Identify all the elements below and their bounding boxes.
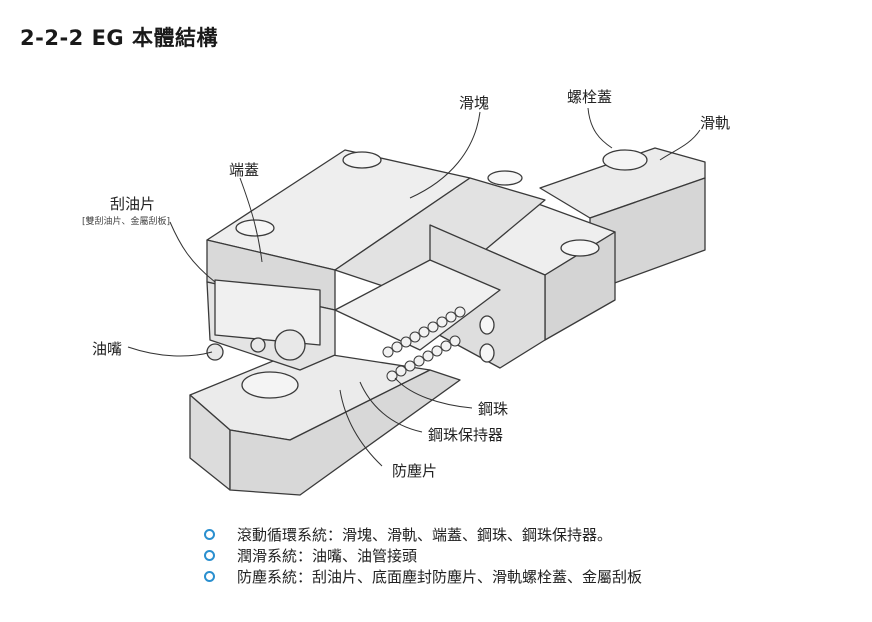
label-ball-retainer: 鋼珠保持器 <box>428 426 504 444</box>
scraper-plate <box>214 279 321 346</box>
label-scraper: 刮油片 <box>110 195 156 213</box>
list-item-text: 防塵系統：刮油片、底面塵封防塵片、滑軌螺栓蓋、金屬刮板 <box>237 568 643 586</box>
list-item: 滾動循環系統：滑塊、滑軌、端蓋、鋼珠、鋼珠保持器。 <box>204 524 642 545</box>
rail-bolt-hole-front <box>241 371 299 399</box>
grease-nipple-screw <box>206 343 224 361</box>
label-rail: 滑軌 <box>700 114 731 132</box>
block-bolt-hole-1 <box>342 151 382 169</box>
list-item-text: 潤滑系統：油嘴、油管接頭 <box>237 547 418 565</box>
block-bolt-hole-2 <box>235 219 275 237</box>
label-bolt-cap: 螺栓蓋 <box>567 88 613 106</box>
label-end-cap: 端蓋 <box>229 161 260 179</box>
label-dust-seal: 防塵片 <box>392 462 438 480</box>
grease-nipple-body <box>274 329 306 361</box>
leader-ball-retainer <box>359 381 423 433</box>
side-hole-2 <box>479 343 495 363</box>
leader-slider <box>409 111 481 199</box>
leader-rail <box>659 129 701 161</box>
leader-bolt-cap <box>587 107 613 149</box>
grease-nipple-tip <box>250 337 266 353</box>
bullet-icon <box>204 571 215 582</box>
bullet-icon <box>204 550 215 561</box>
list-item: 潤滑系統：油嘴、油管接頭 <box>204 545 642 566</box>
leader-grease-nipple <box>127 346 213 357</box>
list-item-text: 滾動循環系統：滑塊、滑軌、端蓋、鋼珠、鋼珠保持器。 <box>237 526 613 544</box>
bullet-icon <box>204 529 215 540</box>
block-bolt-hole-3 <box>560 239 600 257</box>
cutaway-floor <box>334 259 501 351</box>
rail-front-side <box>229 369 461 496</box>
block-bolt-hole-4 <box>487 170 523 186</box>
label-steel-ball: 鋼珠 <box>478 400 509 418</box>
label-scraper-note: [雙刮油片、金屬刮板] <box>82 217 171 227</box>
leader-steel-ball <box>394 377 473 409</box>
list-item: 防塵系統：刮油片、底面塵封防塵片、滑軌螺栓蓋、金屬刮板 <box>204 566 642 587</box>
feature-list: 滾動循環系統：滑塊、滑軌、端蓋、鋼珠、鋼珠保持器。 潤滑系統：油嘴、油管接頭 防… <box>204 524 642 587</box>
rail-bolt-hole-back <box>602 149 648 171</box>
label-grease-nipple: 油嘴 <box>92 340 123 358</box>
side-hole-1 <box>479 315 495 335</box>
leader-scraper <box>169 221 216 283</box>
leader-dust-seal <box>339 389 383 467</box>
leader-end-cap <box>239 177 263 263</box>
page-title: 2-2-2 EG 本體結構 <box>20 26 218 50</box>
label-slider: 滑塊 <box>459 94 490 112</box>
